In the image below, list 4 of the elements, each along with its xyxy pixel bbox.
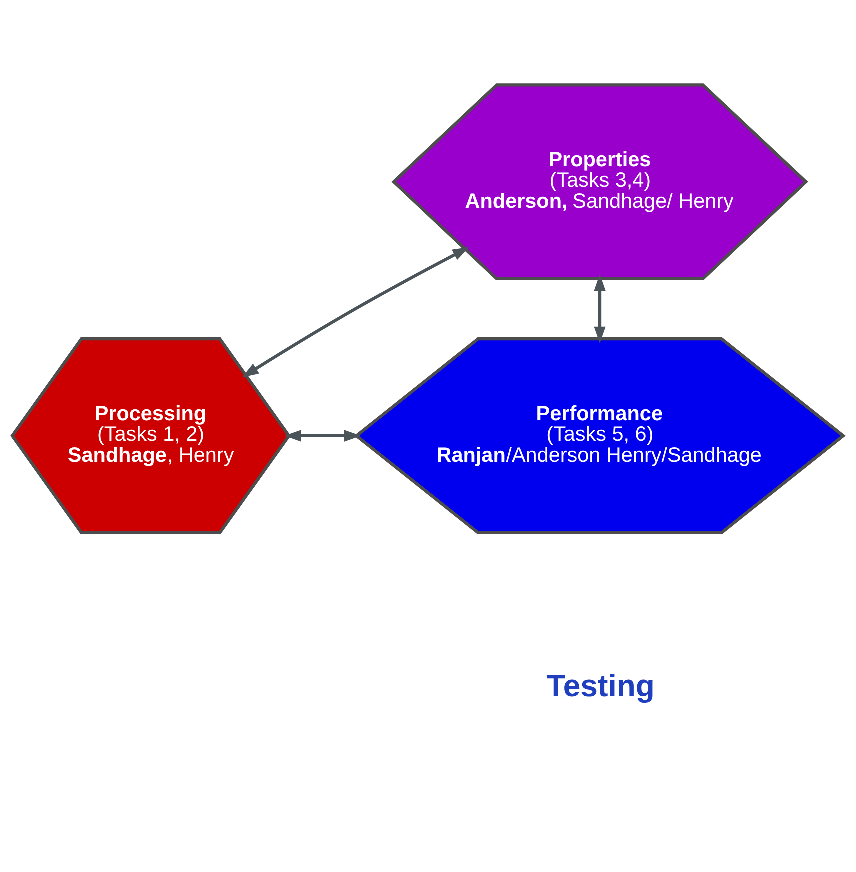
- arrow: [284, 430, 362, 442]
- arrow: [594, 274, 606, 344]
- arrow: [242, 247, 470, 378]
- label: Testing: [546, 668, 655, 704]
